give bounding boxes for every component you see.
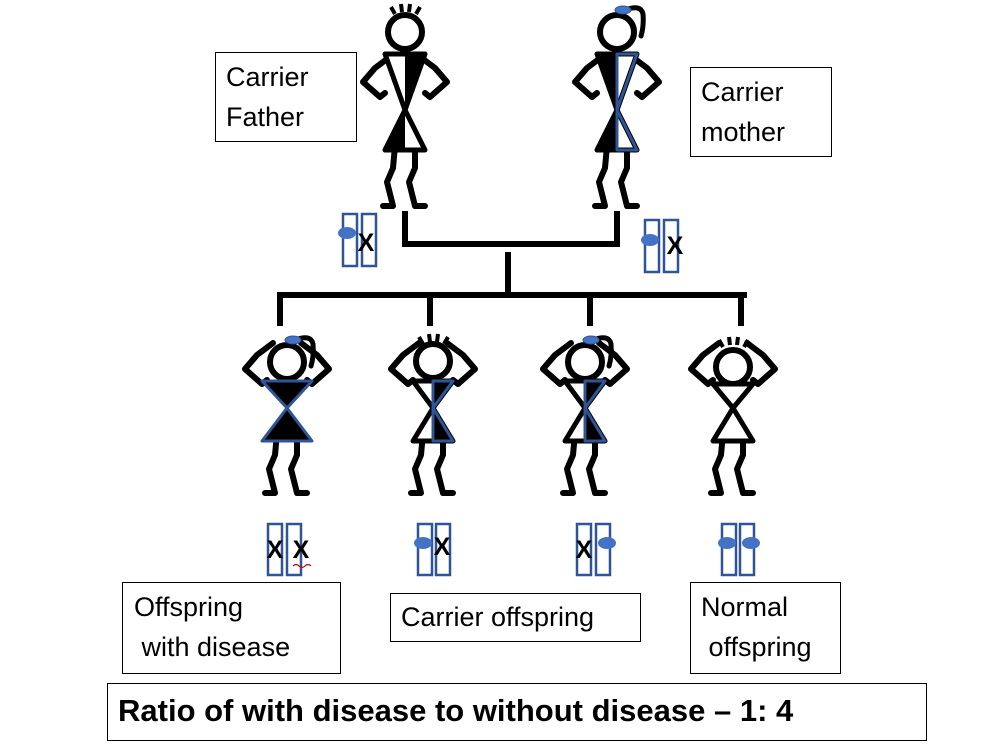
carrier-son-chromosomes: X (414, 522, 452, 577)
normal-offspring-line-2: offspring (701, 632, 812, 662)
normal-allele-dot (718, 537, 736, 549)
disease-allele-x: X (267, 536, 284, 564)
ratio-text: Ratio of with disease to without disease… (118, 693, 794, 728)
disease-allele-x: X (434, 533, 451, 561)
normal-offspring-figure (691, 335, 775, 493)
carrier-mother-figure (575, 6, 659, 206)
disease-allele-x: X (358, 229, 375, 257)
carrier-father-line-2: Father (226, 102, 305, 132)
carrier-mother-label: Carrier mother (690, 67, 832, 157)
pedigree-lines (277, 211, 747, 326)
carrier-father-figure (363, 2, 447, 206)
carrier-mother-line-1: Carrier (701, 77, 784, 107)
father-chromosomes: X (338, 212, 378, 268)
carrier-offspring-label: Carrier offspring (390, 593, 641, 642)
normal-offspring-label: Normal offspring (690, 582, 841, 674)
normal-offspring-line-1: Normal (701, 592, 789, 622)
disease-allele-x: X (576, 536, 593, 564)
carrier-mother-line-2: mother (701, 117, 786, 147)
carrier-offspring-text: Carrier offspring (401, 602, 595, 632)
normal-allele-dot (338, 227, 356, 239)
disease-allele-x: X (667, 232, 684, 260)
carrier-daughter-chromosomes: X (576, 522, 616, 577)
offspring-with-disease-figure (245, 336, 329, 493)
carrier-son-figure (391, 332, 475, 493)
carrier-daughter-figure (543, 336, 627, 493)
ratio-caption: Ratio of with disease to without disease… (107, 683, 927, 741)
offspring-with-disease-line-1: Offspring (134, 592, 244, 622)
normal-offspring-chromosomes (718, 522, 760, 577)
offspring-with-disease-label: Offspring with disease (122, 582, 341, 674)
normal-allele-dot (598, 537, 616, 549)
carrier-father-label: Carrier Father (215, 52, 357, 142)
normal-allele-dot (742, 537, 760, 549)
normal-allele-dot (414, 537, 432, 549)
disease-allele-x: X (293, 536, 310, 564)
carrier-father-line-1: Carrier (226, 62, 309, 92)
offspring-with-disease-line-2: with disease (134, 632, 291, 662)
mother-chromosomes: X (641, 218, 684, 274)
affected-offspring-chromosomes: X X (267, 522, 312, 577)
normal-allele-dot (641, 234, 659, 246)
